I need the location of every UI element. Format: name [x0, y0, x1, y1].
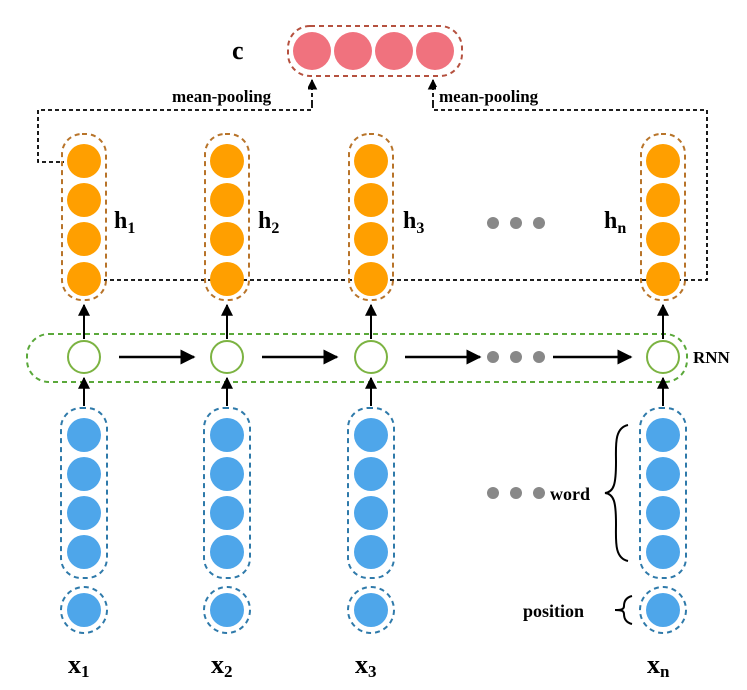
hidden-node — [354, 144, 388, 178]
hidden-column-n — [640, 133, 686, 301]
hidden-node — [67, 222, 101, 256]
hidden-node — [354, 222, 388, 256]
word-embedding-column-3 — [347, 407, 395, 579]
hidden-node — [210, 144, 244, 178]
context-node — [293, 32, 331, 70]
rnn-band — [26, 333, 688, 383]
hidden-node — [210, 183, 244, 217]
position-node — [210, 593, 244, 627]
word-node — [210, 457, 244, 491]
mean-pooling-left-label: mean-pooling — [172, 87, 272, 106]
hidden-column-1 — [61, 133, 107, 301]
word-node — [67, 535, 101, 569]
rnn-ellipsis — [487, 351, 545, 363]
mean-pooling-right-label: mean-pooling — [439, 87, 539, 106]
word-node — [67, 496, 101, 530]
rnn-cell — [210, 340, 244, 374]
hidden-node — [354, 183, 388, 217]
rnn-cell — [646, 340, 680, 374]
word-node — [67, 457, 101, 491]
hidden-ellipsis — [487, 217, 545, 229]
hidden-node — [646, 262, 680, 296]
hidden-label-3: h3 — [403, 208, 424, 237]
word-node — [210, 496, 244, 530]
hidden-node — [646, 222, 680, 256]
context-node — [375, 32, 413, 70]
word-node — [646, 418, 680, 452]
rnn-cell — [67, 340, 101, 374]
word-node — [354, 457, 388, 491]
input-label-n: xn — [647, 650, 670, 681]
position-node — [354, 593, 388, 627]
word-node — [354, 418, 388, 452]
context-node — [416, 32, 454, 70]
hidden-node — [210, 262, 244, 296]
word-embedding-column-1 — [60, 407, 108, 579]
context-node — [334, 32, 372, 70]
input-label-3: x3 — [355, 650, 377, 681]
rnn-cell — [354, 340, 388, 374]
hidden-node — [354, 262, 388, 296]
position-node — [67, 593, 101, 627]
position-node — [646, 593, 680, 627]
word-node — [646, 535, 680, 569]
hidden-label-2: h2 — [258, 208, 279, 237]
hidden-node — [210, 222, 244, 256]
word-node — [210, 418, 244, 452]
word-node — [67, 418, 101, 452]
word-embedding-column-2 — [203, 407, 251, 579]
mean-pooling-connector-right — [104, 78, 708, 281]
hidden-column-2 — [204, 133, 250, 301]
position-embedding-2 — [203, 586, 251, 634]
context-vector — [287, 25, 463, 77]
word-embedding-column-n — [639, 407, 687, 579]
position-label: position — [523, 601, 584, 621]
hidden-column-3 — [348, 133, 394, 301]
word-brace — [604, 424, 629, 562]
word-node — [646, 457, 680, 491]
hidden-label-1: h1 — [114, 208, 135, 237]
input-label-2: x2 — [211, 650, 233, 681]
input-ellipsis — [487, 487, 545, 499]
word-node — [210, 535, 244, 569]
word-node — [354, 535, 388, 569]
hidden-node — [67, 183, 101, 217]
position-embedding-1 — [60, 586, 108, 634]
position-embedding-3 — [347, 586, 395, 634]
hidden-label-n: hn — [604, 208, 626, 237]
word-label: word — [550, 484, 590, 504]
rnn-label: RNN — [693, 348, 731, 367]
hidden-node — [646, 183, 680, 217]
word-node — [354, 496, 388, 530]
hidden-node — [67, 262, 101, 296]
position-brace — [614, 595, 633, 625]
hidden-node — [646, 144, 680, 178]
mean-pooling-connector-left — [37, 78, 318, 163]
word-node — [646, 496, 680, 530]
hidden-node — [67, 144, 101, 178]
input-label-1: x1 — [68, 650, 90, 681]
context-label: c — [232, 36, 244, 65]
position-embedding-n — [639, 586, 687, 634]
